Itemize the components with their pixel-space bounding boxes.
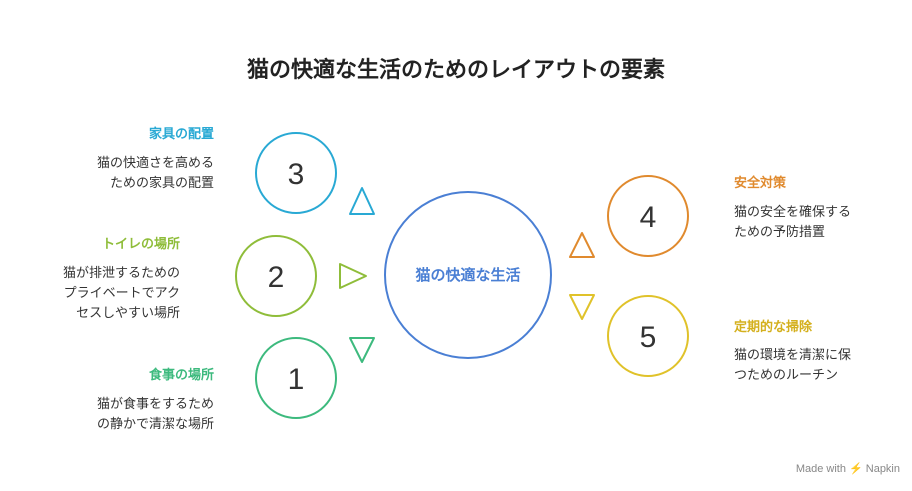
diagram-title: 猫の快適な生活のためのレイアウトの要素	[246, 58, 665, 83]
item-circle-1: 1	[255, 337, 337, 419]
item-description-3: 猫の快適さを高める ための家具の配置	[96, 156, 214, 191]
napkin-footer: Made with ⚡ Napkin	[795, 463, 900, 475]
item-label-3: 家具の配置	[148, 127, 214, 142]
item-circle-3: 3	[255, 132, 337, 214]
item-number-3: 3	[288, 158, 305, 191]
arrow-icon-3	[349, 187, 375, 215]
item-circle-5: 5	[607, 295, 689, 377]
item-label-2: トイレの場所	[101, 237, 180, 252]
item-label-4: 安全対策	[734, 176, 787, 191]
item-number-2: 2	[268, 261, 285, 294]
item-label-1: 食事の場所	[148, 368, 214, 383]
arrow-icon-2	[339, 263, 367, 289]
item-description-2: 猫が排泄するための プライベートでアク セスしやすい場所	[62, 266, 180, 321]
center-circle	[384, 191, 552, 359]
arrow-icon-4	[569, 232, 595, 258]
item-number-1: 1	[288, 363, 305, 396]
arrow-icon-1	[349, 337, 375, 363]
item-circle-4: 4	[607, 175, 689, 257]
item-label-5: 定期的な掃除	[734, 320, 813, 335]
arrow-icon-5	[569, 294, 595, 320]
item-number-4: 4	[640, 201, 657, 234]
item-description-5: 猫の環境を清潔に保 つためのルーチン	[734, 348, 852, 383]
item-description-4: 猫の安全を確保する ための予防措置	[734, 205, 852, 240]
item-circle-2: 2	[235, 235, 317, 317]
item-description-1: 猫が食事をするため の静かで清潔な場所	[96, 397, 214, 432]
center-label: 猫の快適な生活	[415, 266, 520, 284]
item-number-5: 5	[640, 321, 657, 354]
